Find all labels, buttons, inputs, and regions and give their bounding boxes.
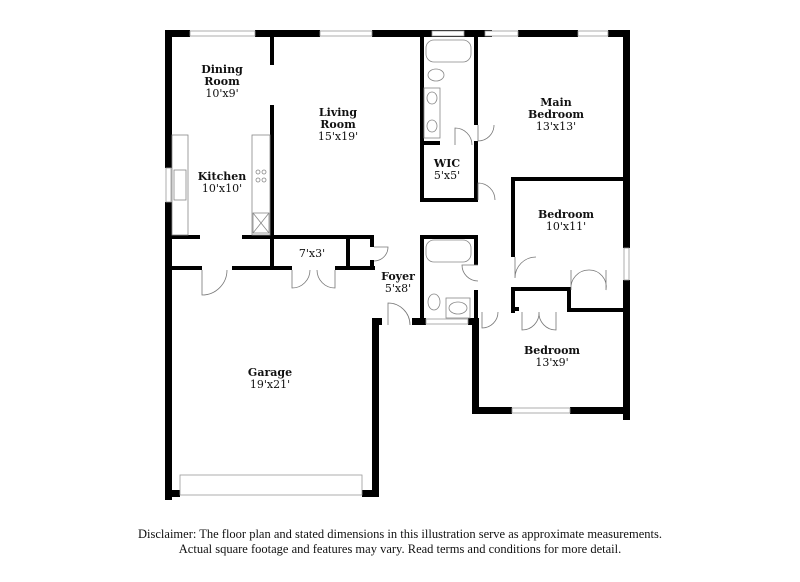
room-name: Room [204, 75, 240, 88]
room-name: Foyer [381, 270, 415, 283]
disclaimer-line-1: Disclaimer: The floor plan and stated di… [138, 527, 662, 541]
sink-hall [448, 301, 468, 315]
door-foyer-closet [373, 246, 389, 262]
kitchen-counter-left [171, 134, 189, 236]
room-label-bedroom-2: Bedroom 10'x11' [538, 209, 594, 233]
door-laundry [291, 269, 336, 289]
room-dimensions: 19'x21' [249, 378, 291, 391]
door-hall-bath [461, 264, 479, 282]
room-dimensions: 5'x8' [384, 282, 412, 295]
vanity-main [423, 87, 441, 139]
room-name: Bedroom [527, 108, 585, 121]
sink-main-2 [426, 119, 438, 133]
door-bedroom-2 [514, 256, 537, 279]
room-dimensions: 13'x9' [535, 356, 569, 369]
room-dimensions: 5'x5' [433, 169, 461, 182]
bathtub-hall [425, 239, 472, 263]
door-bedroom-3-closet [521, 311, 557, 331]
door-garage-kitchen [201, 269, 228, 296]
garage-door [179, 474, 363, 496]
kitchen-counter-right [251, 134, 271, 236]
room-label-bedroom-3: Bedroom 13'x9' [524, 345, 580, 369]
fixtures [171, 39, 472, 319]
bathtub-main [425, 39, 472, 63]
fridge [252, 212, 270, 234]
room-dimensions: 7'x3' [298, 247, 326, 260]
window-main-bed-2 [577, 30, 609, 37]
window-dining [189, 30, 256, 37]
door-main-bed [477, 182, 496, 201]
disclaimer: Disclaimer: The floor plan and stated di… [0, 527, 800, 557]
room-name: WIC [433, 157, 461, 170]
toilet-hall [427, 293, 441, 311]
room-name: Garage [247, 366, 293, 379]
room-name: Bedroom [523, 344, 581, 357]
window-main-bed-1 [484, 30, 519, 37]
room-name: Bedroom [537, 208, 595, 221]
doors [201, 124, 607, 331]
window-hall-bath [425, 318, 469, 325]
room-label-main-bedroom: Main Bedroom 13'x13' [528, 97, 584, 133]
room-name: Living [318, 106, 358, 119]
window-bedroom-2 [623, 247, 630, 281]
sink-main-1 [426, 91, 438, 105]
stove-burner [255, 169, 261, 175]
room-label-laundry: 7'x3' [299, 248, 325, 260]
window-kitchen [165, 167, 172, 203]
room-dimensions: 10'x9' [205, 87, 239, 100]
toilet-main [427, 68, 445, 82]
room-label-wic: WIC 5'x5' [434, 158, 460, 182]
room-label-kitchen: Kitchen 10'x10' [198, 171, 247, 195]
vanity-hall [445, 297, 471, 319]
room-name: Dining [201, 63, 243, 76]
window-bath [431, 30, 465, 37]
window-living [319, 30, 373, 37]
door-front-entry [387, 302, 411, 326]
room-dimensions: 10'x10' [201, 182, 243, 195]
room-dimensions: 15'x19' [317, 130, 359, 143]
disclaimer-line-2: Actual square footage and features may v… [178, 542, 622, 556]
door-bedroom-2-closet [570, 269, 607, 291]
windows [165, 30, 630, 496]
window-bedroom-3 [511, 407, 571, 414]
door-wic [454, 127, 473, 146]
room-name: Room [320, 118, 356, 131]
room-label-dining-room: Dining Room 10'x9' [201, 64, 243, 100]
room-label-living-room: Living Room 15'x19' [318, 107, 358, 143]
interior-walls [172, 37, 630, 325]
room-dimensions: 13'x13' [535, 120, 577, 133]
room-label-foyer: Foyer 5'x8' [381, 271, 415, 295]
door-bedroom-3 [481, 311, 499, 329]
room-name: Main [540, 96, 572, 109]
kitchen-sink [173, 169, 187, 201]
room-label-garage: Garage 19'x21' [248, 367, 292, 391]
room-dimensions: 10'x11' [545, 220, 587, 233]
door-main-bath [477, 124, 495, 142]
room-name: Kitchen [197, 170, 247, 183]
